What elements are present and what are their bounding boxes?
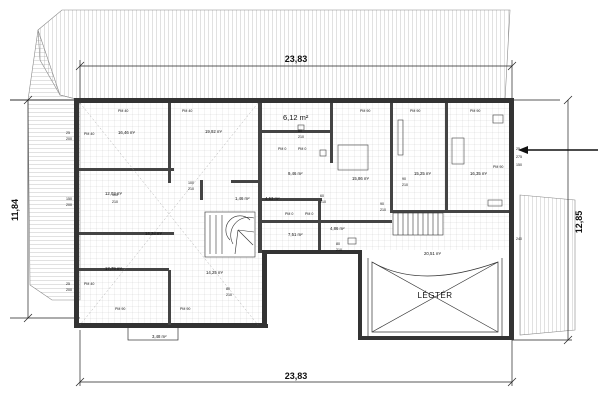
window-label: PM 90 (115, 307, 125, 311)
room-area: 4,53 m² (265, 196, 280, 201)
window-label: PM 0 (298, 147, 306, 151)
window-label: PM 0 (305, 212, 313, 216)
small-dimension: 200 (66, 203, 72, 207)
left-height-dimension: 11,84 (10, 199, 20, 221)
furniture (297, 114, 504, 245)
room-area: 6,12 m² (283, 113, 309, 122)
window-label: PM 40 (118, 109, 128, 113)
window-label: PM 0 (278, 147, 286, 151)
small-dimension: 210 (402, 183, 408, 187)
small-dimension: 25 (66, 282, 70, 286)
room-area: 3,48 m² (152, 334, 167, 339)
small-dimension: 210 (298, 135, 304, 139)
small-dimension: 100 (188, 181, 194, 185)
window-label: PM 90 (410, 109, 420, 113)
staircase-left (204, 211, 256, 258)
room-area: 14,25 m² (206, 270, 224, 275)
small-dimension: 100 (112, 193, 118, 197)
room-area: 15,86 m² (352, 176, 370, 181)
room-area: 19,92 m² (205, 129, 223, 134)
window-label: PM 40 (84, 132, 94, 136)
window-label: PM 40 (84, 282, 94, 286)
window-label: PM 0 (285, 212, 293, 216)
small-dimension: 25 (516, 147, 520, 151)
window-label: PM 90 (360, 109, 370, 113)
interior-walls (79, 103, 509, 325)
top-width-dimension: 23,83 (285, 54, 308, 64)
small-dimension: 90 (402, 177, 406, 181)
bottom-width-dimension: 23,83 (285, 371, 308, 381)
exterior-walls (74, 98, 514, 340)
void-area (367, 258, 503, 336)
small-dimension: 275 (516, 155, 522, 159)
small-dimension: 210 (320, 200, 326, 204)
small-dimension: 200 (66, 288, 72, 292)
section-arrow (518, 146, 598, 154)
window-label: PM 90 (180, 307, 190, 311)
room-area: 4,86 m² (330, 226, 345, 231)
room-area: 14,34 m² (145, 231, 163, 236)
staircase-right (392, 212, 444, 236)
small-dimension: 80 (336, 242, 340, 246)
roof-lines (79, 102, 259, 326)
room-area: 9,46 m² (288, 171, 303, 176)
room-area: 20,51 m² (424, 251, 442, 256)
small-dimension: 25 (66, 131, 70, 135)
room-area: 15,25 m² (414, 171, 432, 176)
small-dimension: 210 (336, 248, 342, 252)
small-dimension: 80 (298, 129, 302, 133)
window-label: PM 90 (470, 109, 480, 113)
void-label: LÉGTÉR (417, 291, 452, 300)
small-dimension: 150 (516, 163, 522, 167)
small-dimension: 90 (380, 202, 384, 206)
room-area: 16,35 m² (470, 171, 488, 176)
small-dimension: 210 (112, 200, 118, 204)
small-dimension: 210 (226, 293, 232, 297)
small-dimension: 240 (516, 237, 522, 241)
dimension-lines (10, 60, 573, 387)
small-dimension: 60 (320, 194, 324, 198)
balcony (127, 325, 179, 341)
right-height-dimension: 12,85 (574, 211, 584, 234)
room-area: 17,79 m² (105, 266, 123, 271)
small-dimension: 80 (226, 287, 230, 291)
small-dimension: 150 (66, 197, 72, 201)
window-label: PM 90 (493, 165, 503, 169)
room-area: 7,51 m² (288, 232, 303, 237)
window-label: PM 40 (182, 109, 192, 113)
small-dimension: 210 (188, 187, 194, 191)
room-area: 12,02 m² (105, 191, 123, 196)
small-dimension: 210 (380, 208, 386, 212)
small-dimension: 200 (66, 137, 72, 141)
room-area: 16,46 m² (118, 130, 136, 135)
room-area: 1,46 m² (235, 196, 250, 201)
tiled-areas (79, 103, 509, 336)
